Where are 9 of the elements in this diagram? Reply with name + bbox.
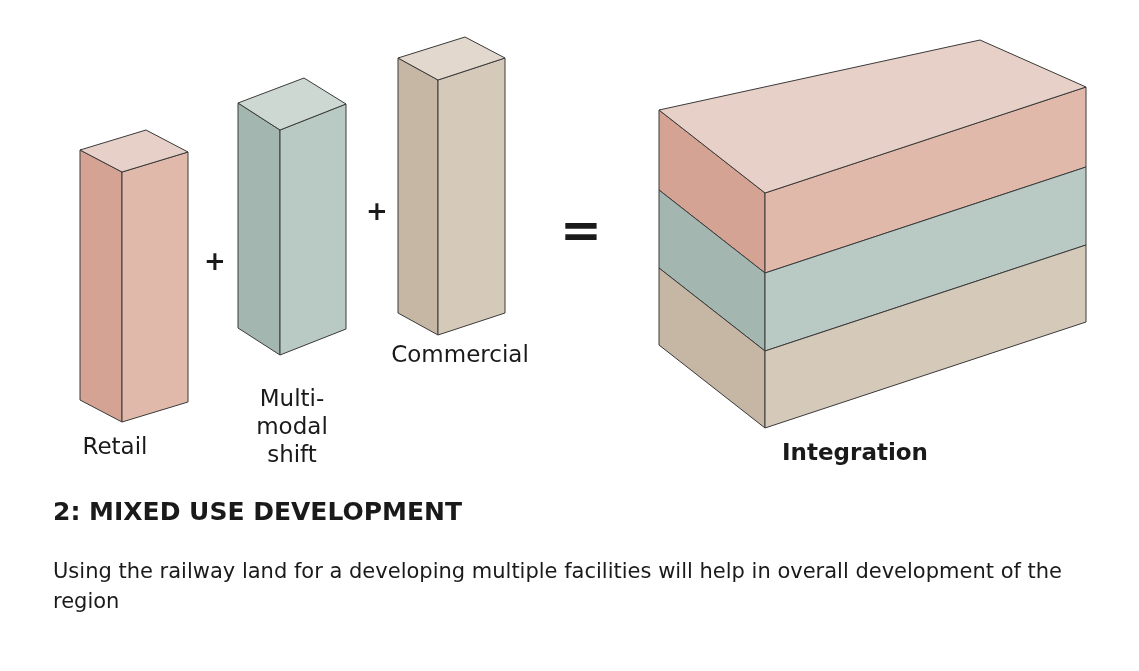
block-label: Multi- modal shift — [255, 384, 329, 468]
block-label: Commercial — [390, 340, 530, 368]
description-text: Using the railway land for a developing multiple facilities will help in overall development of the region — [53, 558, 1063, 615]
equals-sign: = — [560, 205, 602, 255]
section-heading: 2: MIXED USE DEVELOPMENT — [53, 497, 462, 526]
block-label: Retail — [81, 432, 149, 460]
plus-sign: + — [204, 248, 226, 274]
plus-sign: + — [366, 198, 388, 224]
block-label: Integration — [781, 438, 929, 466]
